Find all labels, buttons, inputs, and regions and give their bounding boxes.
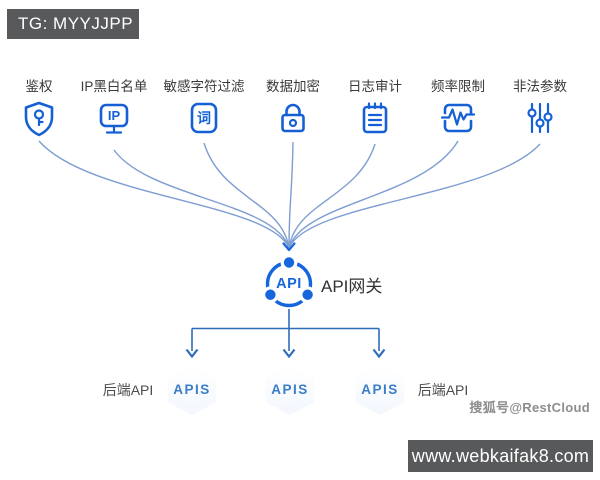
gateway-inbound-arrow-icon [282, 242, 296, 252]
gateway-to-backend-tree [185, 309, 386, 359]
feature-to-gateway-curves [38, 140, 541, 249]
feature-illegal-params: 非法参数 [492, 78, 588, 142]
feature-illegal-params-label: 非法参数 [513, 79, 567, 94]
lock-icon [281, 103, 305, 133]
feature-rate-limit-label: 频率限制 [431, 79, 485, 94]
feature-ip-list-label: IP黑白名单 [80, 79, 148, 94]
word-filter-icon: 词 [190, 102, 218, 134]
footer-url-bar: www.webkaifak8.com [408, 440, 593, 472]
feature-log-audit-label: 日志审计 [348, 79, 402, 94]
feature-ip-list: IP黑白名单 IP [66, 78, 162, 142]
feature-log-audit: 日志审计 [327, 78, 423, 142]
shield-key-icon [24, 101, 54, 137]
footer-url-text: www.webkaifak8.com [411, 446, 590, 466]
feature-encryption-label: 数据加密 [266, 79, 320, 94]
gateway-api-text: API [276, 276, 302, 292]
feature-word-filter: 敏感字符过滤 词 [156, 78, 252, 142]
rate-waveform-icon [440, 103, 476, 133]
svg-text:词: 词 [197, 110, 211, 126]
api-gateway-icon [262, 254, 317, 308]
log-clipboard-icon [362, 102, 388, 134]
feature-word-filter-label: 敏感字符过滤 [163, 79, 245, 94]
sliders-icon [527, 102, 553, 134]
backend-api-label-right: 后端API [417, 382, 469, 398]
tg-badge-text: TG: MYYJJPP [18, 14, 134, 33]
feature-encryption: 数据加密 [245, 78, 341, 142]
feature-rate-limit: 频率限制 [410, 78, 506, 142]
feature-auth: 鉴权 [0, 78, 87, 142]
backend-api-label-left: 后端API [102, 382, 154, 398]
watermark-text: 搜狐号@RestCloud [469, 400, 590, 415]
gateway-label: API网关 [321, 277, 383, 296]
tg-badge: TG: MYYJJPP [7, 9, 139, 39]
feature-auth-label: 鉴权 [25, 79, 53, 94]
ip-monitor-icon: IP [99, 103, 129, 134]
svg-text:IP: IP [108, 108, 121, 123]
